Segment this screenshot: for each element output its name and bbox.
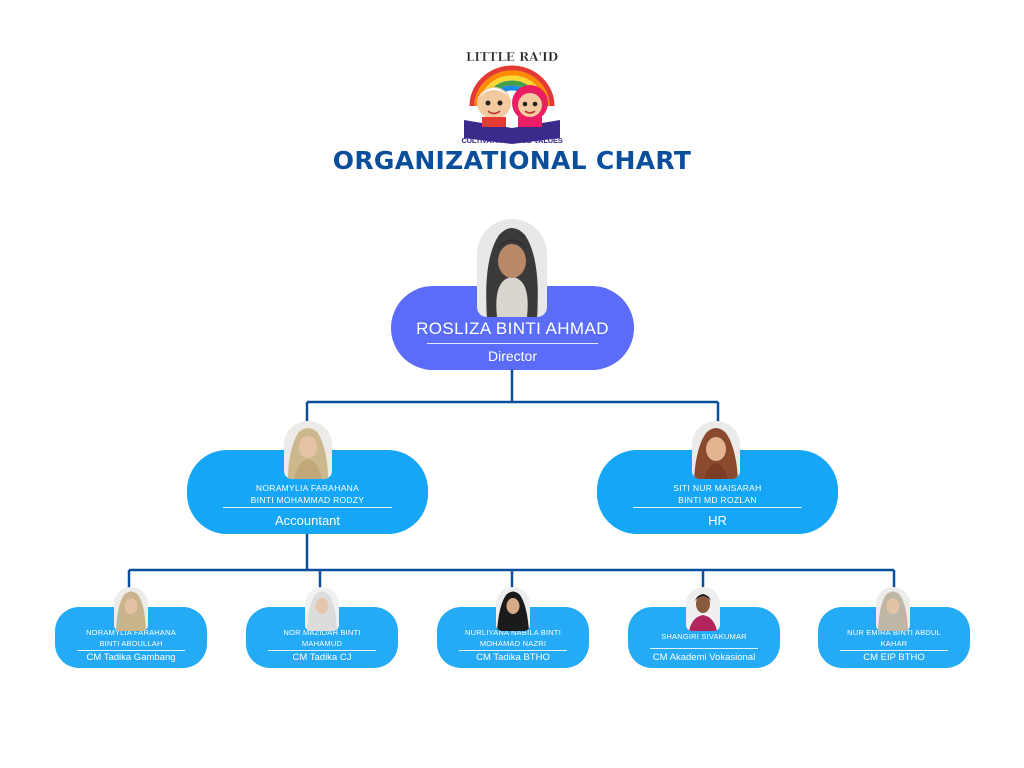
director-role: Director: [487, 348, 537, 364]
staff-name: SHANGIRI SIVAKUMAR: [661, 632, 747, 641]
staff-role: CM EIP BTHO: [863, 652, 925, 663]
director-name: ROSLIZA BINTI AHMAD: [416, 319, 609, 338]
accountant-role: Accountant: [274, 513, 341, 528]
staff-role: CM Tadika CJ: [292, 652, 352, 663]
page-title: ORGANIZATIONAL CHART: [332, 146, 692, 175]
divider: [77, 650, 185, 651]
hr-name: SITI NUR MAISARAH BINTI MD ROZLAN: [673, 483, 762, 505]
accountant-node: NORAMYLIA FARAHANA BINTI MOHAMMAD RODZY …: [187, 450, 428, 534]
divider: [459, 650, 567, 651]
staff-role: CM Tadika Gambang: [86, 652, 176, 663]
staff-role: CM Akademi Vokasional: [652, 652, 756, 663]
staff-photo: [114, 587, 148, 631]
accountant-name: NORAMYLIA FARAHANA BINTI MOHAMMAD RODZY: [250, 483, 365, 505]
hr-role: HR: [708, 513, 727, 528]
little-raid-logo: LITTLE RA'ID CULTIVATING GOOD VALUES: [458, 48, 566, 148]
divider: [840, 650, 948, 651]
divider: [633, 507, 802, 508]
svg-text:LITTLE RA'ID: LITTLE RA'ID: [466, 50, 558, 64]
staff-photo: [305, 587, 339, 631]
staff-role: CM Tadika BTHO: [476, 652, 550, 663]
director-node: ROSLIZA BINTI AHMAD Director: [391, 286, 634, 370]
divider: [650, 648, 758, 649]
accountant-photo: [284, 421, 332, 479]
divider: [427, 343, 598, 344]
staff-name: NUR EMIRA BINTI ABDUL KAHAR: [847, 628, 941, 648]
logo-tagline: CULTIVATING GOOD VALUES: [461, 136, 563, 145]
staff-name: NOR MAZIDAH BINTI MAHAMUD: [283, 628, 361, 648]
divider: [223, 507, 392, 508]
divider: [268, 650, 376, 651]
staff-name: NURLIYANA NABILA BINTI MOHAMAD NAZRI: [465, 628, 561, 648]
staff-node: NORAMYLIA FARAHANA BINTI ABDULLAH CM Tad…: [55, 607, 207, 668]
staff-node: SHANGIRI SIVAKUMAR CM Akademi Vokasional: [628, 607, 780, 668]
staff-photo: [876, 587, 910, 631]
staff-photo: [686, 587, 720, 631]
hr-photo: [692, 421, 740, 479]
staff-name: NORAMYLIA FARAHANA BINTI ABDULLAH: [86, 628, 176, 648]
director-photo: [477, 219, 547, 317]
staff-photo: [496, 587, 530, 631]
staff-node: NURLIYANA NABILA BINTI MOHAMAD NAZRI CM …: [437, 607, 589, 668]
